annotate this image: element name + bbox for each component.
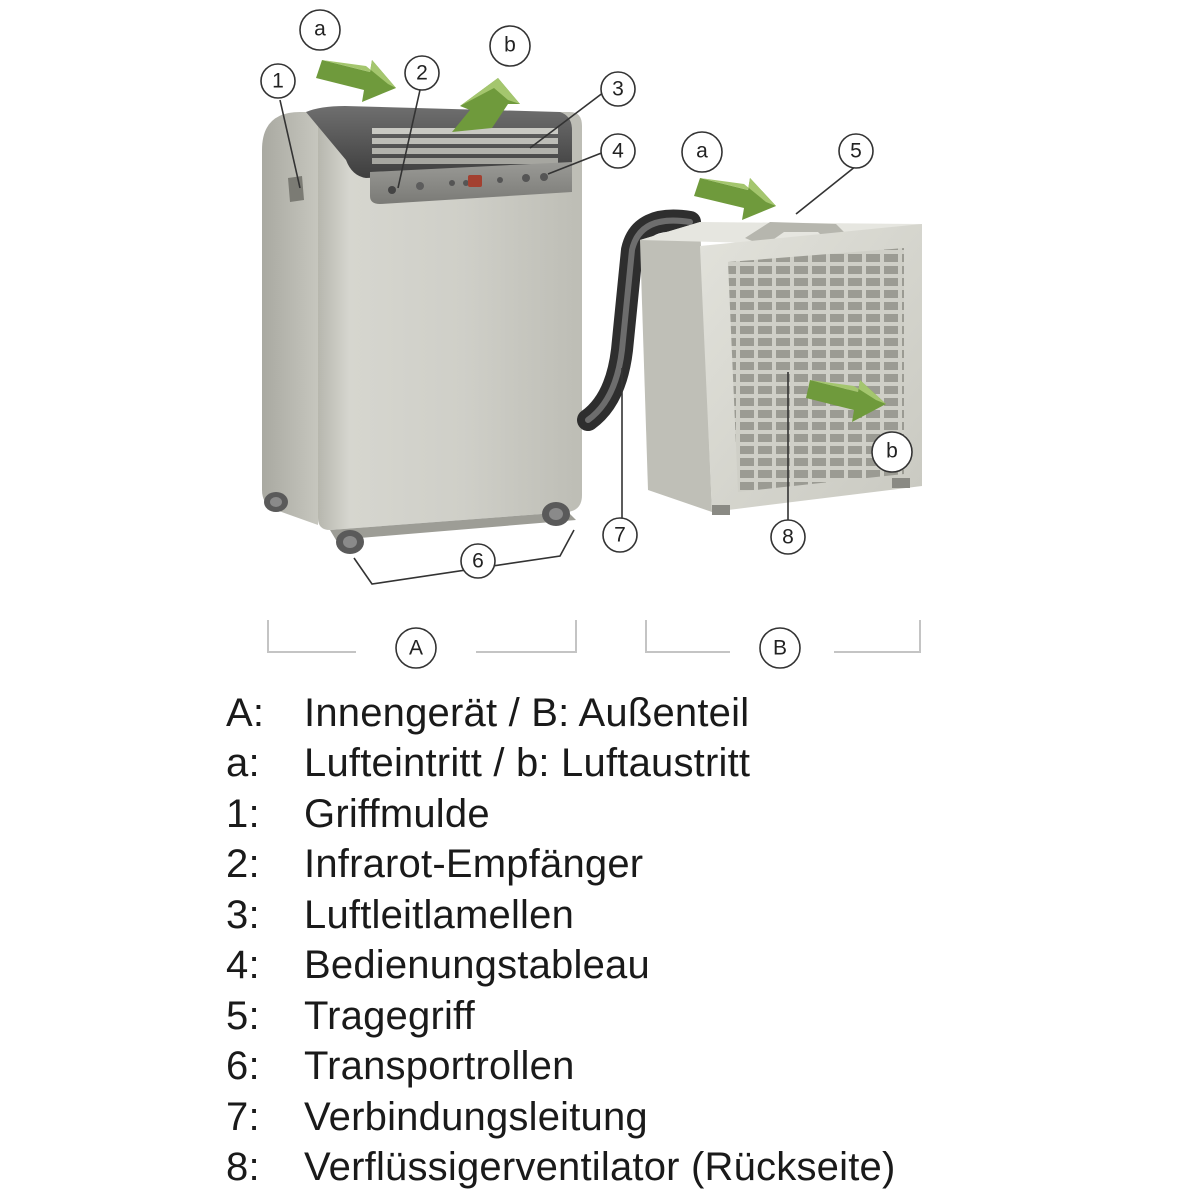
legend-key: 2: — [226, 842, 260, 887]
legend-desc: Verbindungsleitung — [304, 1094, 648, 1139]
callout-2-text: 2 — [416, 62, 428, 85]
air-inlet-arrow-indoor — [316, 60, 396, 102]
callout-2 — [404, 55, 440, 91]
legend-key: 8: — [226, 1145, 260, 1190]
outdoor-unit — [640, 222, 922, 515]
callout-unit-a — [395, 627, 437, 669]
legend-key: 5: — [226, 993, 260, 1038]
callout-7-text: 7 — [614, 524, 626, 547]
legend-item: a: Lufteintritt / b: Luftaustritt — [226, 739, 1186, 790]
power-button — [468, 175, 482, 187]
air-louvers — [372, 128, 558, 164]
legend-key: 3: — [226, 892, 260, 937]
legend-item: 4: Bedienungstableau — [226, 941, 1186, 992]
callout-b-indoor — [489, 25, 531, 67]
legend-item: 2: Infrarot-Empfänger — [226, 840, 1186, 891]
callout-3 — [600, 71, 636, 107]
callout-1 — [260, 63, 296, 99]
legend-key: 7: — [226, 1094, 260, 1139]
callout-a-outdoor — [681, 131, 723, 173]
transport-wheels — [264, 492, 570, 554]
split-air-conditioner-diagram: a b 1 2 3 4 a 5 b 6 7 8 A B — [260, 9, 922, 669]
legend-item: 5: Tragegriff — [226, 991, 1186, 1042]
callout-a-outdoor-text: a — [696, 140, 708, 163]
legend-key: 4: — [226, 943, 260, 988]
callout-5 — [838, 133, 874, 169]
legend-desc: Innengerät / B: Außenteil — [304, 690, 750, 735]
condenser-fan-grille — [728, 248, 904, 492]
callout-b-outdoor — [871, 431, 913, 473]
callout-5-text: 5 — [850, 140, 862, 163]
legend-desc: Verflüssigerventilator (Rückseite) — [304, 1145, 896, 1190]
callout-4-text: 4 — [612, 140, 624, 163]
air-outlet-arrow-indoor — [452, 78, 520, 132]
callout-8 — [770, 519, 806, 555]
legend-desc: Infrarot-Empfänger — [304, 842, 644, 887]
legend-key: 1: — [226, 791, 260, 836]
legend-item: A: Innengerät / B: Außenteil — [226, 688, 1186, 739]
legend-desc: Griffmulde — [304, 791, 490, 836]
callout-6 — [460, 543, 496, 579]
legend-key: A: — [226, 690, 265, 735]
handle-recess — [288, 176, 304, 202]
legend-item: 1: Griffmulde — [226, 789, 1186, 840]
air-outlet-arrow-outdoor — [806, 380, 886, 422]
legend-desc: Tragegriff — [304, 993, 475, 1038]
callout-4 — [600, 133, 636, 169]
callout-7 — [602, 517, 638, 553]
legend-desc: Lufteintritt / b: Luftaustritt — [304, 741, 751, 786]
callout-a-indoor-text: a — [314, 18, 326, 41]
callout-b-indoor-text: b — [504, 34, 516, 57]
legend-desc: Transportrollen — [304, 1044, 575, 1089]
callout-unit-a-text: A — [409, 637, 423, 660]
legend-item: 7: Verbindungsleitung — [226, 1092, 1186, 1143]
indoor-unit — [262, 106, 582, 554]
legend-list: A: Innengerät / B: Außenteil a: Lufteintri… — [226, 688, 1186, 1193]
callout-unit-b-text: B — [773, 637, 787, 660]
callout-8-text: 8 — [782, 526, 794, 549]
callout-unit-b — [759, 627, 801, 669]
legend-item: 8: Verflüssigerventilator (Rückseite) — [226, 1143, 1186, 1194]
callout-a-indoor — [299, 9, 341, 51]
legend-item: 3: Luftleitlamellen — [226, 890, 1186, 941]
callout-6-text: 6 — [472, 550, 484, 573]
indoor-unit-front — [318, 112, 582, 530]
callout-b-outdoor-text: b — [886, 440, 898, 463]
callout-1-text: 1 — [272, 70, 284, 93]
callout-3-text: 3 — [612, 78, 624, 101]
legend-key: 6: — [226, 1044, 260, 1089]
legend-desc: Luftleitlamellen — [304, 892, 575, 937]
legend-key: a: — [226, 741, 260, 786]
ir-receiver — [388, 186, 396, 194]
legend-desc: Bedienungstableau — [304, 943, 650, 988]
indoor-unit-side — [262, 112, 318, 525]
air-inlet-arrow-outdoor — [694, 178, 776, 220]
legend-item: 6: Transportrollen — [226, 1042, 1186, 1093]
